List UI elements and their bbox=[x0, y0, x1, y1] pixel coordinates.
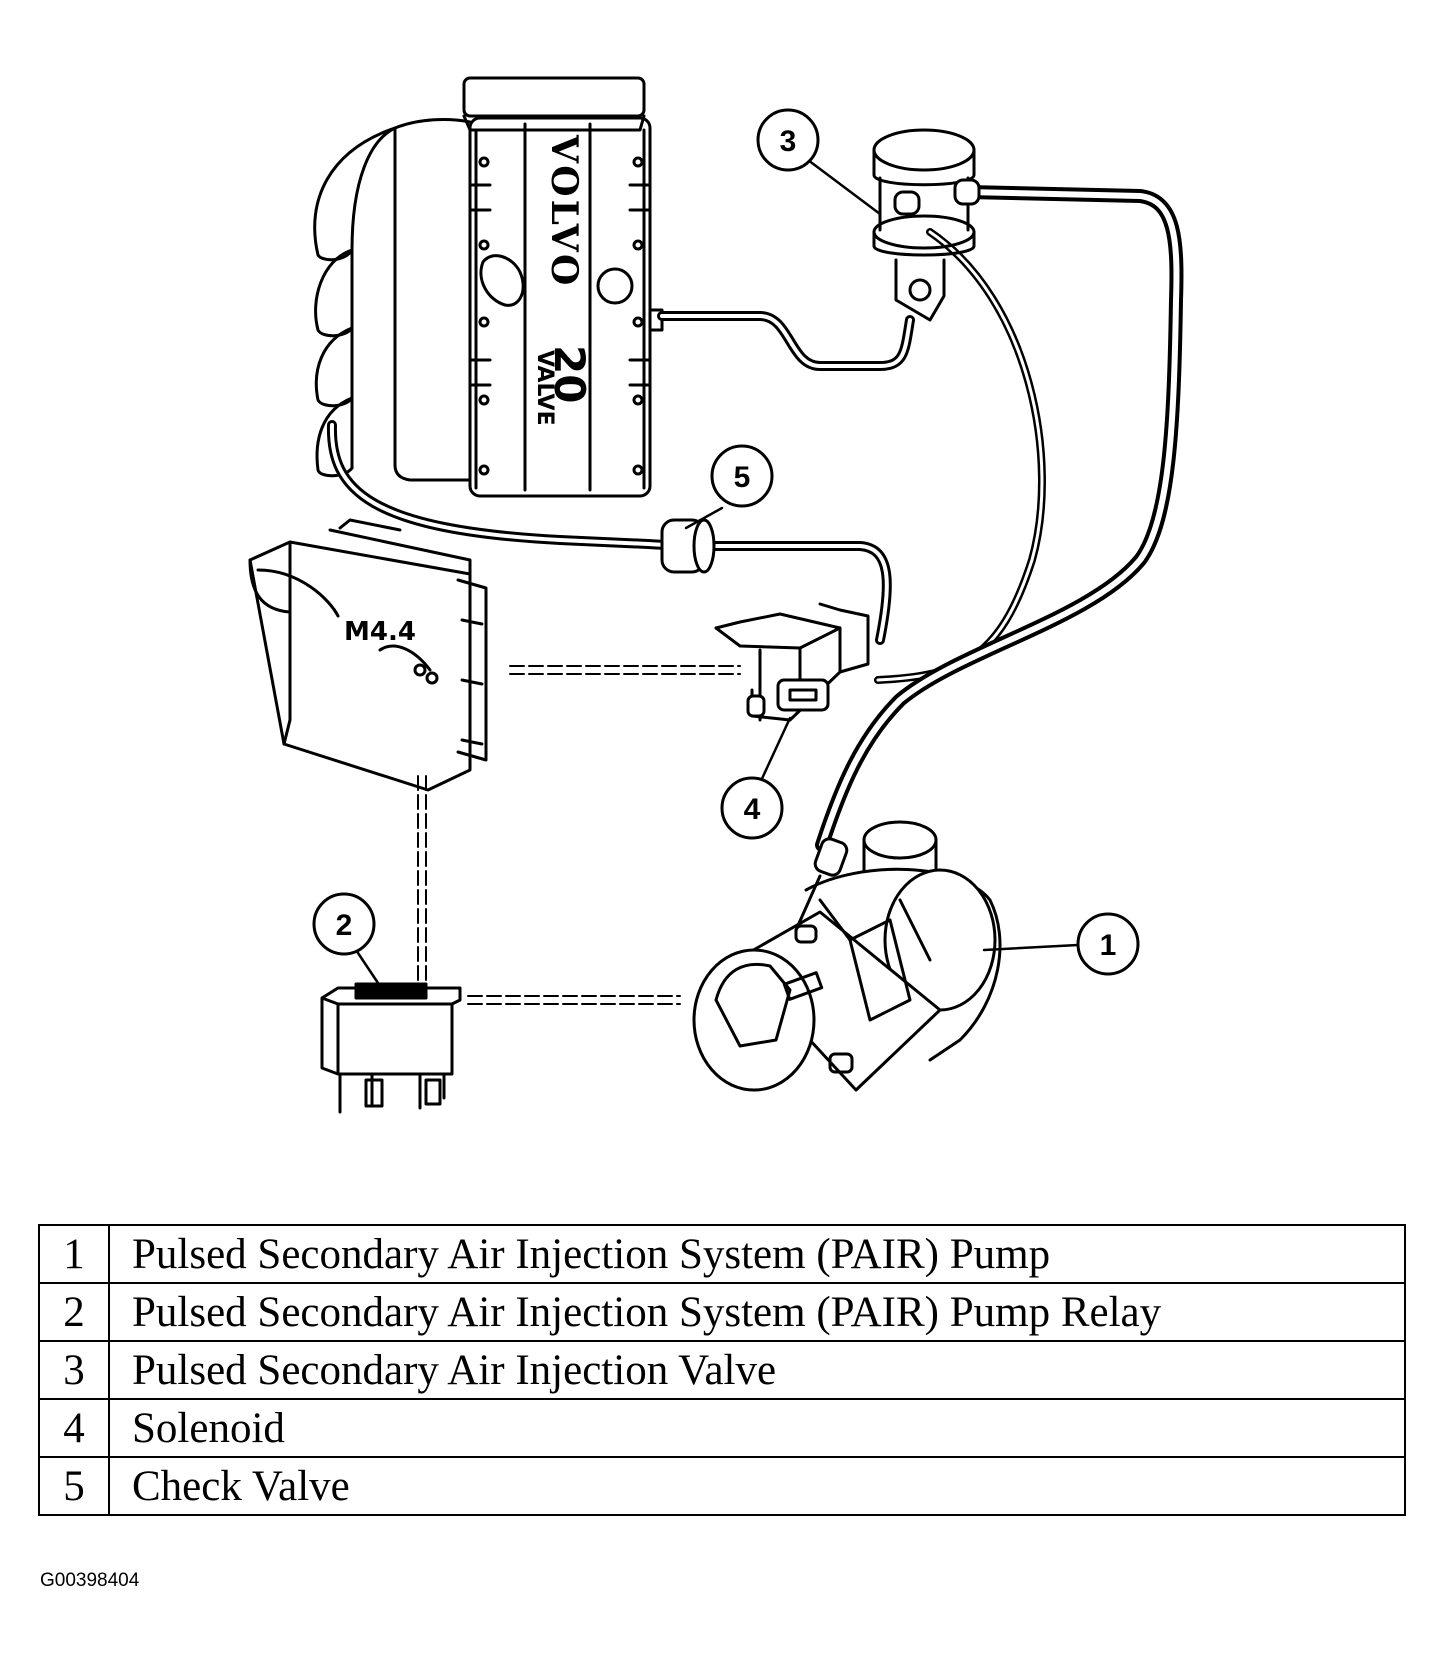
leader-lines bbox=[356, 158, 1080, 988]
callout-2-text: 2 bbox=[336, 909, 353, 942]
legend-number: 5 bbox=[38, 1456, 110, 1516]
legend-row: 5 Check Valve bbox=[38, 1456, 1406, 1516]
callout-4-text: 4 bbox=[744, 793, 761, 826]
pair-injection-valve bbox=[872, 128, 981, 322]
engine-control-module bbox=[248, 518, 488, 792]
callout-4: 4 bbox=[720, 776, 784, 840]
legend-description: Pulsed Secondary Air Injection Valve bbox=[108, 1340, 1406, 1400]
legend-number: 4 bbox=[38, 1398, 110, 1458]
pair-system-diagram: VOLVO 20 VALVE bbox=[248, 76, 1184, 1114]
legend-row: 3 Pulsed Secondary Air Injection Valve bbox=[38, 1340, 1406, 1400]
figure-id: G00398404 bbox=[40, 1570, 140, 1591]
cam-cover-bolts bbox=[468, 156, 652, 476]
legend-description: Solenoid bbox=[108, 1398, 1406, 1458]
callout-1: 1 bbox=[1076, 912, 1140, 976]
ecu-label: M4.4 bbox=[344, 617, 416, 647]
legend-table: 1 Pulsed Secondary Air Injection System … bbox=[38, 1224, 1406, 1516]
callout-3: 3 bbox=[756, 108, 820, 172]
legend-number: 3 bbox=[38, 1340, 110, 1400]
solenoid bbox=[714, 602, 870, 722]
pair-pump-relay bbox=[320, 982, 462, 1114]
callout-2: 2 bbox=[312, 892, 376, 956]
callout-5: 5 bbox=[710, 444, 774, 508]
legend-row: 1 Pulsed Secondary Air Injection System … bbox=[38, 1224, 1406, 1284]
engine-model-top-text: 20 bbox=[545, 345, 594, 403]
legend-row: 2 Pulsed Secondary Air Injection System … bbox=[38, 1282, 1406, 1342]
engine-brand-text: VOLVO bbox=[543, 134, 585, 288]
electrical-connections bbox=[417, 665, 741, 1005]
engine-intake-manifold bbox=[313, 76, 664, 498]
legend-description: Pulsed Secondary Air Injection System (P… bbox=[108, 1224, 1406, 1284]
callout-1-text: 1 bbox=[1100, 929, 1117, 962]
pair-pump bbox=[692, 820, 1002, 1092]
legend-number: 1 bbox=[38, 1224, 110, 1284]
legend-number: 2 bbox=[38, 1282, 110, 1342]
callout-5-text: 5 bbox=[734, 461, 751, 494]
engine-model-bottom-text: VALVE bbox=[532, 350, 557, 426]
legend-row: 4 Solenoid bbox=[38, 1398, 1406, 1458]
check-valve bbox=[660, 518, 716, 574]
legend-description: Check Valve bbox=[108, 1456, 1406, 1516]
legend-body: 1 Pulsed Secondary Air Injection System … bbox=[38, 1224, 1406, 1516]
callout-3-text: 3 bbox=[780, 125, 797, 158]
legend-description: Pulsed Secondary Air Injection System (P… bbox=[108, 1282, 1406, 1342]
engine-cover-text: VOLVO 20 VALVE bbox=[532, 134, 594, 426]
